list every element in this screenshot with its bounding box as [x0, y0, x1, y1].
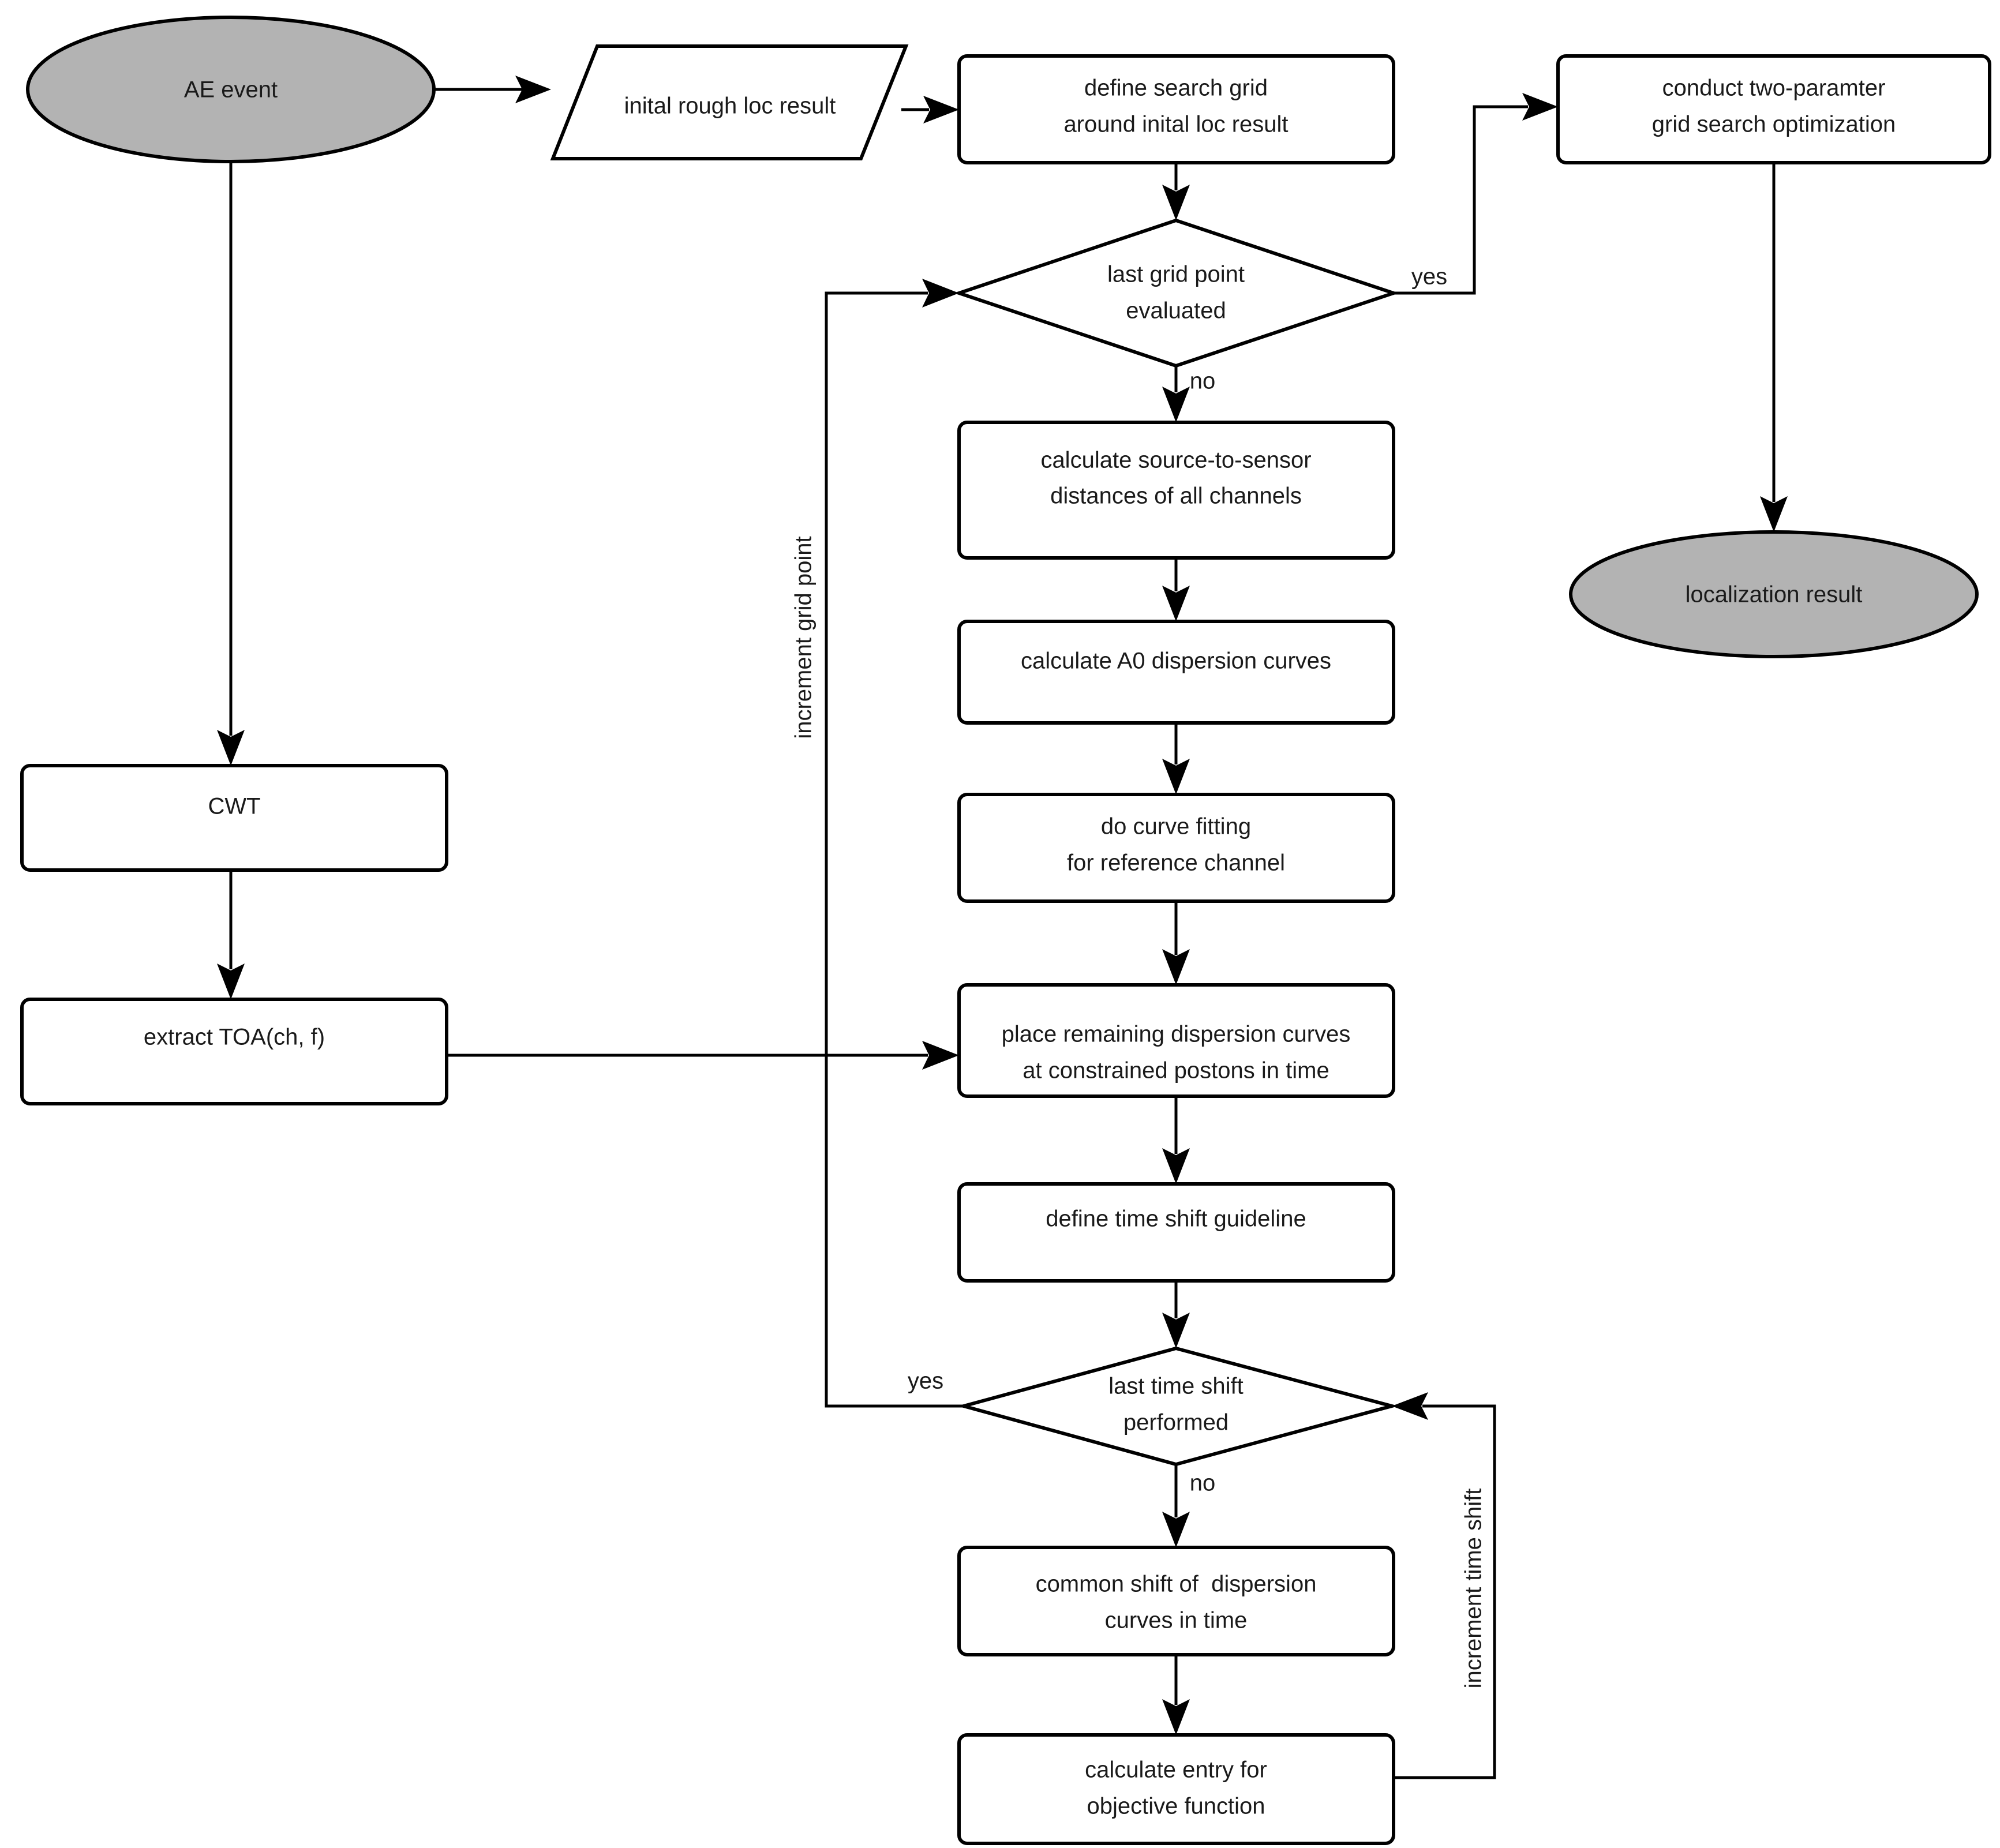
- node-place-curves-line1: place remaining dispersion curves: [1002, 1022, 1351, 1047]
- edge-definegrid-to-lastgridpoint: [1162, 163, 1190, 220]
- edge-ae-to-cwt: [217, 162, 245, 766]
- edge-label-grid-no: no: [1190, 369, 1216, 394]
- node-last-grid-point-line2: evaluated: [1126, 298, 1226, 324]
- node-conduct-optimization-line1: conduct two-paramter: [1662, 76, 1886, 101]
- node-calculate-distances-line2: distances of all channels: [1050, 483, 1302, 509]
- node-common-shift-of-dispersion-curves[interactable]: common shift of dispersion curves in tim…: [957, 1546, 1395, 1656]
- edge-calcentry-increment-time-shift-loop: [1392, 1392, 1496, 1779]
- edge-label-time-no: no: [1190, 1471, 1216, 1496]
- edge-placecurves-to-timeshiftguideline: [1162, 1096, 1190, 1184]
- node-place-curves-line2: at constrained postons in time: [1023, 1058, 1329, 1084]
- node-cwt[interactable]: CWT: [20, 764, 448, 872]
- edge-ae-to-rough-loc: [434, 76, 551, 103]
- edge-label-increment-grid-point: increment grid point: [791, 536, 817, 739]
- edge-curvefitting-to-placecurves: [1162, 901, 1190, 985]
- edge-commonshift-to-calcentry: [1162, 1655, 1190, 1735]
- edge-extracttoa-to-placecurves: [447, 1041, 959, 1070]
- node-calculate-a0-dispersion-curves[interactable]: calculate A0 dispersion curves: [957, 620, 1395, 725]
- node-calculate-distances-line1: calculate source-to-sensor: [1040, 448, 1311, 473]
- edge-label-time-yes: yes: [908, 1369, 943, 1394]
- node-conduct-optimization-line2: grid search optimization: [1652, 112, 1896, 137]
- node-common-shift-line1: common shift of dispersion: [1036, 1572, 1317, 1597]
- edge-lasttimeshift-yes-increment-grid-point-loop: [825, 279, 964, 1408]
- node-decision-last-time-shift-performed[interactable]: last time shift performed: [957, 1346, 1399, 1467]
- node-define-search-grid-line2: around inital loc result: [1063, 112, 1288, 137]
- node-curve-fitting-line2: for reference channel: [1067, 850, 1285, 876]
- node-common-shift-line2: curves in time: [1105, 1608, 1248, 1633]
- edge-distances-to-a0curves: [1162, 558, 1190, 621]
- node-last-time-shift-line1: last time shift: [1108, 1374, 1243, 1399]
- node-curve-fitting-line1: do curve fitting: [1101, 814, 1251, 839]
- node-inital-rough-loc-result[interactable]: inital rough loc result: [550, 44, 909, 160]
- edge-lastgridpoint-no-to-distances: [1162, 366, 1190, 422]
- node-extract-toa-label: extract TOA(ch, f): [144, 1025, 325, 1050]
- node-extract-toa[interactable]: extract TOA(ch, f): [20, 998, 448, 1105]
- node-calculate-a0-label: calculate A0 dispersion curves: [1021, 649, 1331, 674]
- edge-label-grid-yes: yes: [1411, 264, 1447, 290]
- node-last-time-shift-line2: performed: [1123, 1410, 1229, 1435]
- node-calculate-entry-objective-function[interactable]: calculate entry for objective function: [957, 1733, 1395, 1845]
- node-calc-entry-line1: calculate entry for: [1085, 1757, 1267, 1783]
- node-cwt-label: CWT: [208, 794, 260, 819]
- node-inital-rough-loc-result-label: inital rough loc result: [624, 93, 836, 119]
- node-do-curve-fitting[interactable]: do curve fitting for reference channel: [957, 793, 1395, 903]
- node-conduct-grid-search-optimization[interactable]: conduct two-paramter grid search optimiz…: [1556, 54, 1991, 164]
- node-ae-event[interactable]: AE event: [26, 16, 436, 163]
- node-define-time-shift-guideline[interactable]: define time shift guideline: [957, 1182, 1395, 1283]
- node-calc-entry-line2: objective function: [1087, 1794, 1265, 1819]
- edge-lasttimeshift-no-to-commonshift: [1162, 1464, 1190, 1547]
- edge-lastgridpoint-yes-to-optimization: [1394, 93, 1558, 295]
- edge-optimization-to-localizationresult: [1760, 163, 1788, 532]
- edge-a0curves-to-curvefitting: [1162, 723, 1190, 794]
- node-decision-last-grid-point-evaluated[interactable]: last grid point evaluated: [953, 218, 1399, 368]
- node-calculate-distances[interactable]: calculate source-to-sensor distances of …: [957, 421, 1395, 560]
- node-localization-result-label: localization result: [1686, 582, 1863, 608]
- edge-timeshiftguideline-to-lasttimeshift: [1162, 1281, 1190, 1348]
- edge-label-increment-time-shift: increment time shift: [1461, 1489, 1486, 1689]
- node-ae-event-label: AE event: [184, 77, 278, 103]
- node-localization-result[interactable]: localization result: [1569, 530, 1979, 658]
- edge-cwt-to-extracttoa: [217, 870, 245, 999]
- node-define-search-grid-line1: define search grid: [1084, 76, 1268, 101]
- node-last-grid-point-line1: last grid point: [1107, 262, 1245, 287]
- node-place-remaining-dispersion-curves[interactable]: place remaining dispersion curves at con…: [957, 983, 1395, 1098]
- node-define-time-shift-label: define time shift guideline: [1046, 1206, 1306, 1232]
- edge-roughloc-to-definegrid: [901, 96, 959, 123]
- node-define-search-grid[interactable]: define search grid around inital loc res…: [957, 54, 1395, 164]
